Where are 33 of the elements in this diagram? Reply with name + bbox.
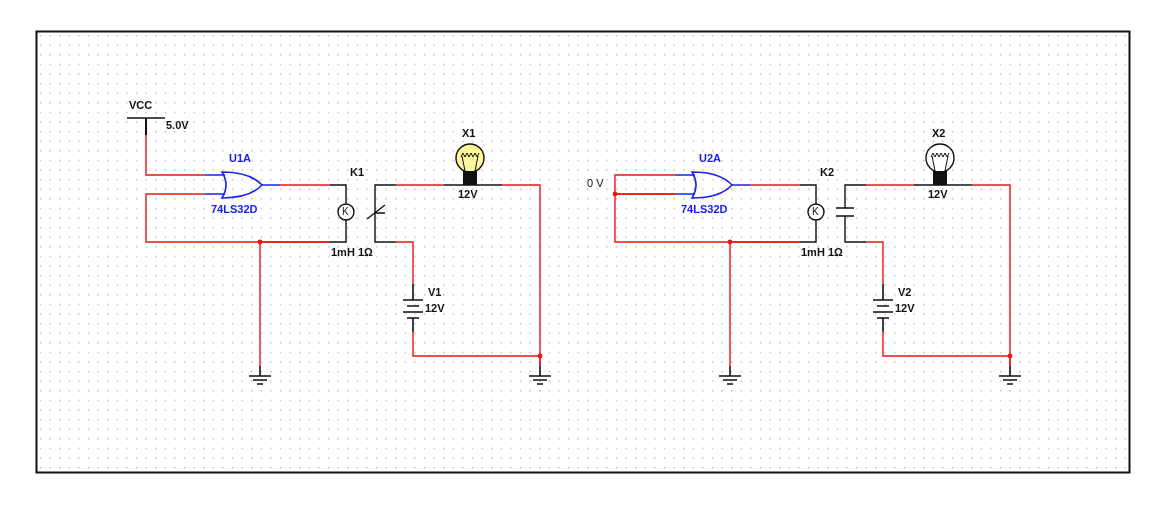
wire xyxy=(749,184,801,186)
reference-label: K2 xyxy=(820,166,835,178)
wire xyxy=(395,241,414,285)
value-label: 1mH 1Ω xyxy=(331,246,373,258)
coil-letter: K xyxy=(812,206,819,218)
wire xyxy=(865,184,915,186)
part-number-label: 74LS32D xyxy=(211,203,258,215)
reference-label: U1A xyxy=(229,152,251,164)
wire xyxy=(145,134,206,176)
reference-label: V1 xyxy=(428,286,442,298)
wire xyxy=(279,184,331,186)
wire xyxy=(614,174,676,184)
wire xyxy=(259,241,331,367)
voltage-label: 5.0V xyxy=(166,119,189,131)
wire xyxy=(865,241,884,285)
reference-label: U2A xyxy=(699,152,721,164)
wire xyxy=(882,331,1011,367)
voltage-label: 12V xyxy=(928,188,948,200)
reference-label: K1 xyxy=(350,166,365,178)
voltage-label: 12V xyxy=(895,302,915,314)
wire xyxy=(729,241,801,367)
reference-label: V2 xyxy=(898,286,912,298)
voltage-label: 12V xyxy=(458,188,478,200)
part-number-label: 74LS32D xyxy=(681,203,728,215)
value-label: 1mH 1Ω xyxy=(801,246,843,258)
wire xyxy=(412,331,541,367)
voltage-label: 0 V xyxy=(587,177,604,189)
reference-label: X1 xyxy=(462,127,476,139)
coil-letter: K xyxy=(342,206,349,218)
net-label: VCC xyxy=(129,99,153,111)
reference-label: X2 xyxy=(932,127,946,139)
wire xyxy=(395,184,445,186)
voltage-label: 12V xyxy=(425,302,445,314)
